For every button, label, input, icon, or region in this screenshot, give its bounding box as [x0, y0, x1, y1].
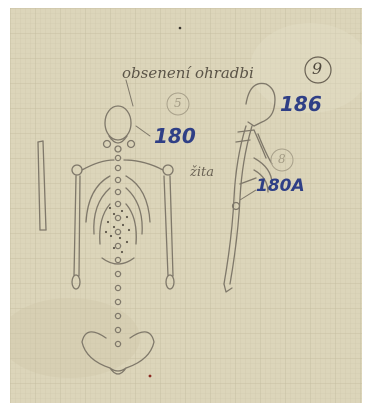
page-number: 9	[312, 61, 322, 77]
faint-note-lower: 8	[278, 153, 286, 165]
side-annotation: žita	[190, 166, 214, 179]
graph-paper-sheet: obsenení ohradbi 9 5 8 180 186 180A žita	[10, 8, 362, 403]
label-186: 186	[280, 94, 322, 114]
faint-note-upper: 5	[174, 97, 182, 109]
label-180: 180	[154, 126, 196, 146]
sketch-caption: obsenení ohradbi	[122, 66, 254, 81]
label-180a: 180A	[256, 178, 305, 195]
